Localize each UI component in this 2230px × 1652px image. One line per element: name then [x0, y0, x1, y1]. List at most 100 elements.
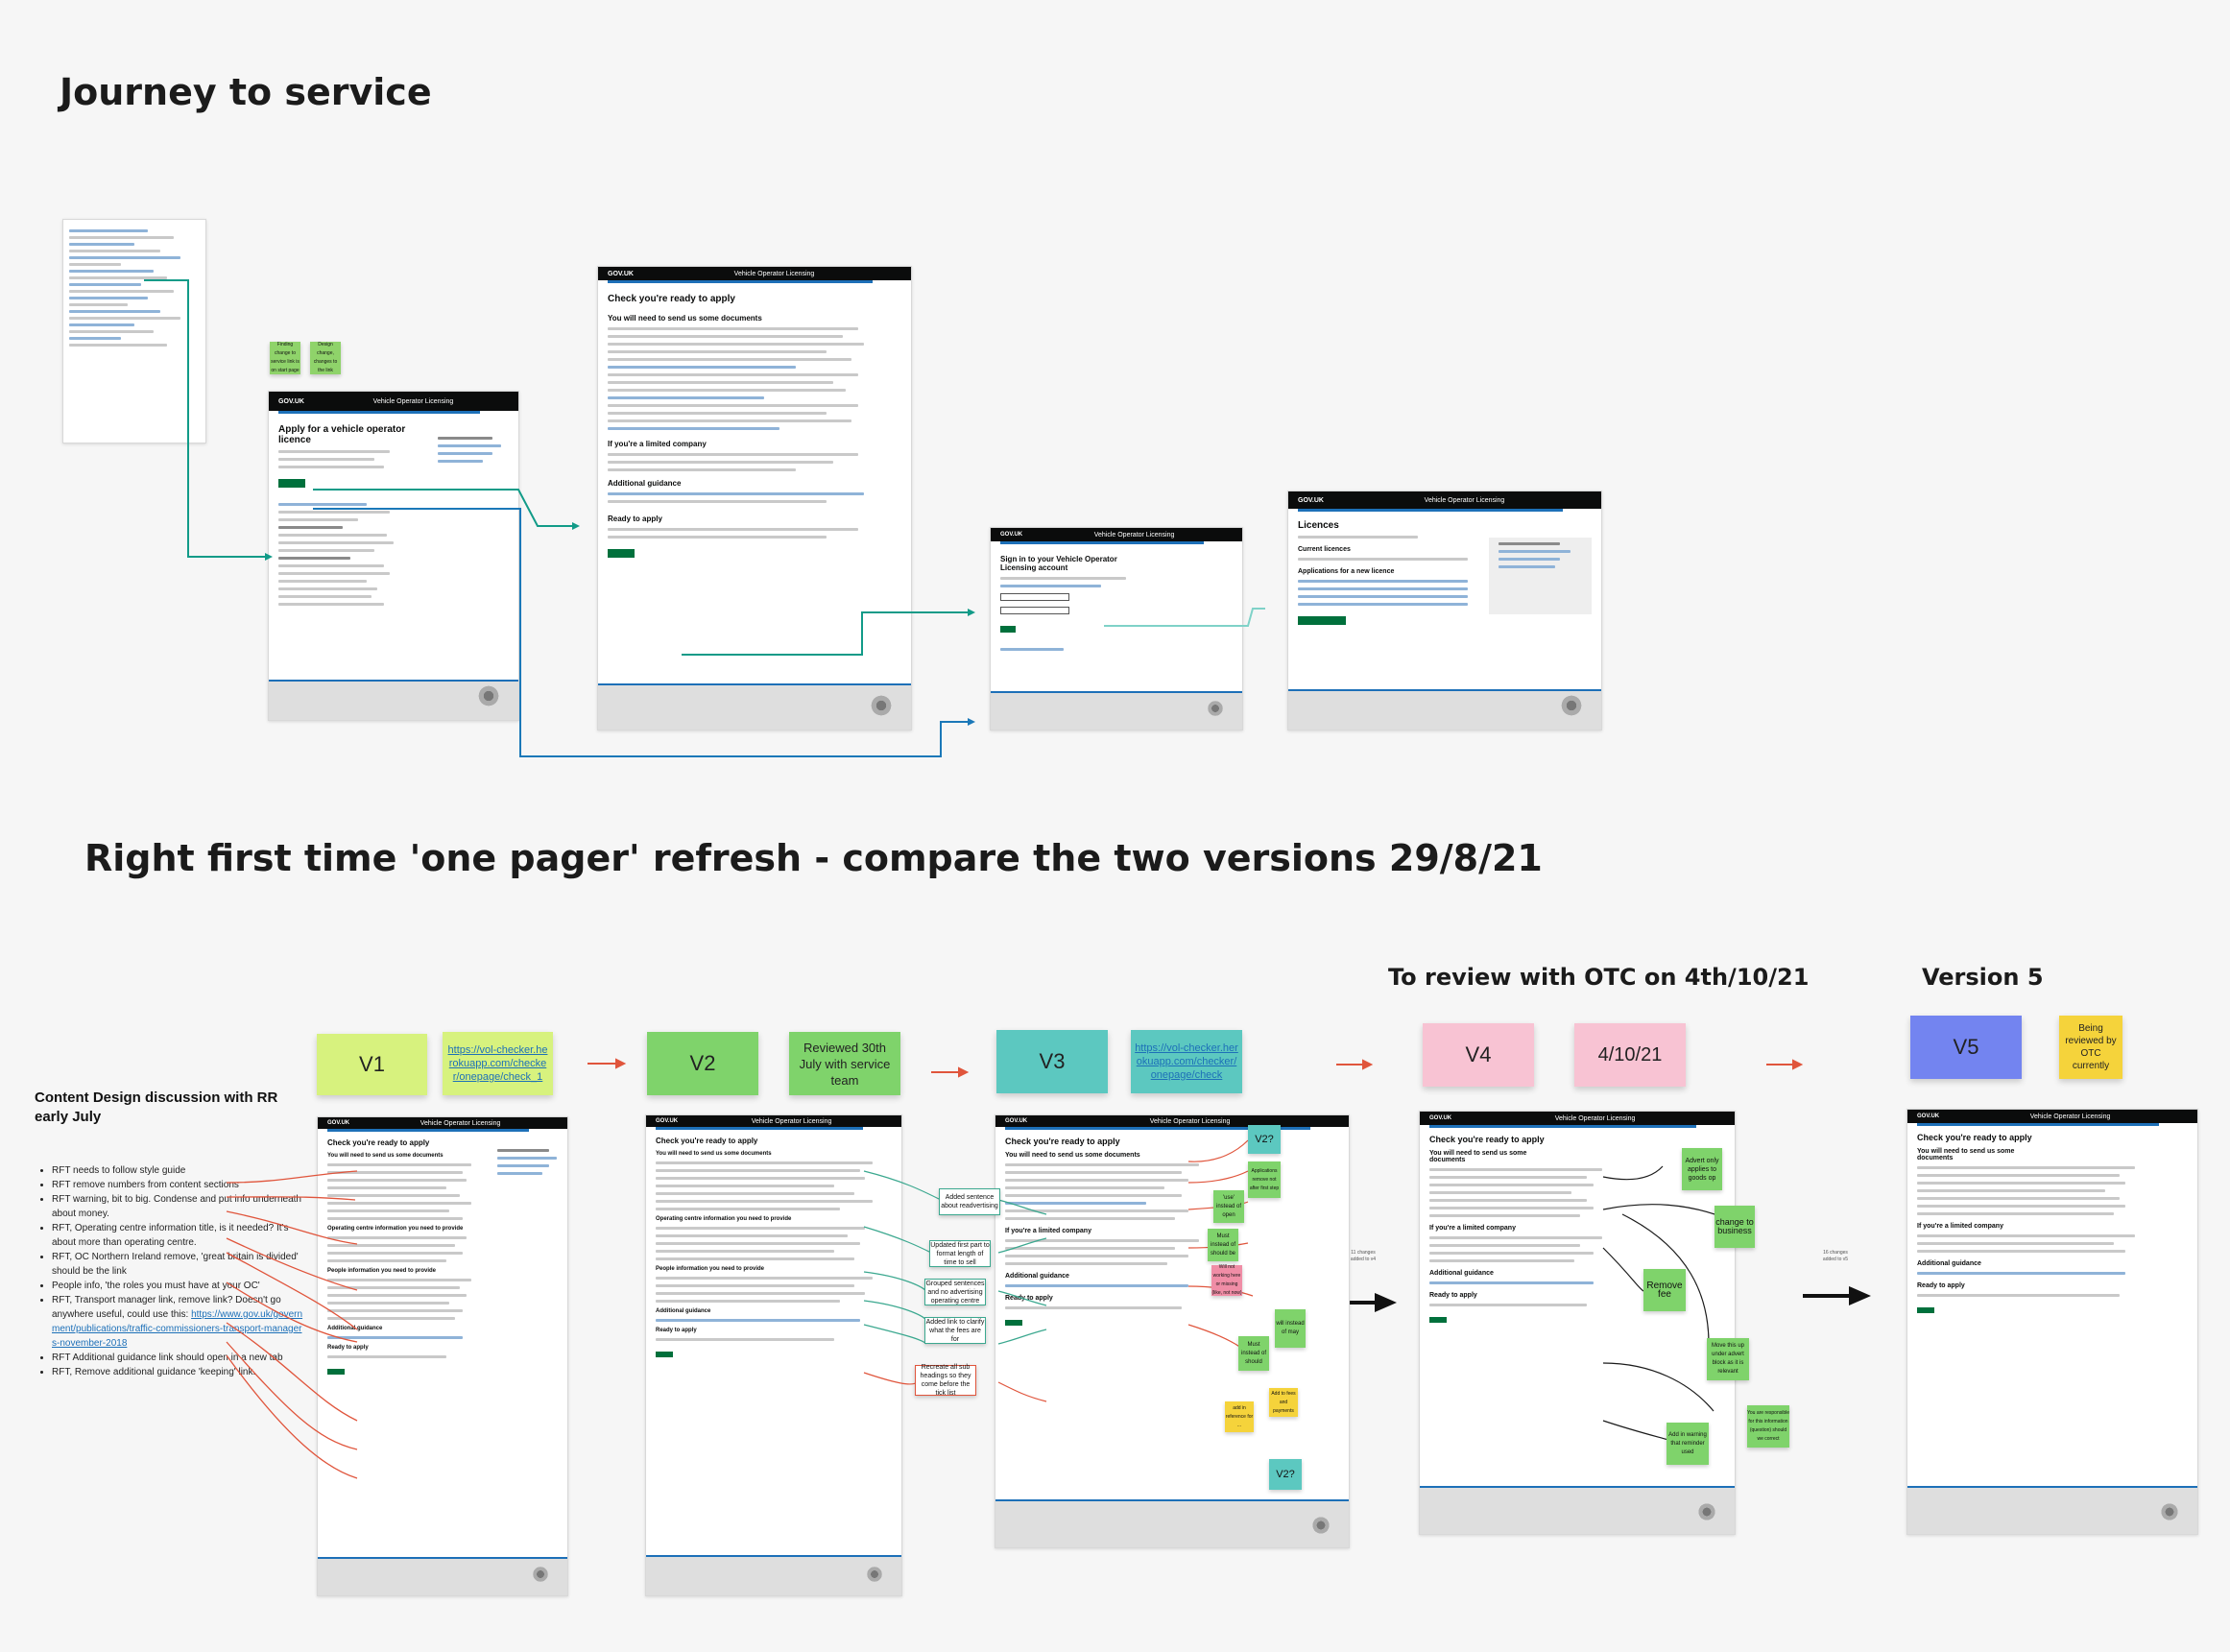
v2-review-note[interactable]: Reviewed 30th July with service team — [789, 1032, 900, 1095]
v4-note-1[interactable]: Advert only applies to goods op — [1682, 1148, 1722, 1190]
v4-label[interactable]: V4 — [1423, 1023, 1534, 1087]
discussion-item: People info, 'the roles you must have at… — [52, 1279, 303, 1293]
journey-heading: Journey to service — [60, 71, 432, 113]
v4-note-2[interactable]: change to business — [1714, 1206, 1755, 1248]
v3-note-6[interactable]: Will not working here or missing (like, … — [1211, 1264, 1242, 1296]
section-ready-to-apply: Ready to apply — [608, 515, 662, 523]
page-title: Apply for a vehicle operator licence — [278, 424, 406, 445]
journey-page-signin[interactable]: GOV.UK Vehicle Operator Licensing Sign in… — [990, 527, 1243, 730]
discussion-item: RFT, OC Northern Ireland remove, 'great … — [52, 1250, 303, 1279]
v3-note-5[interactable]: Must instead of should be — [1208, 1229, 1238, 1261]
content-discussion-title: Content Design discussion with RR early … — [35, 1089, 278, 1125]
page-title: Licences — [1298, 520, 1339, 531]
v4-date-note[interactable]: 4/10/21 — [1574, 1023, 1686, 1087]
version-page-v1[interactable]: GOV.UK Vehicle Operator Licensing Check y… — [317, 1116, 568, 1596]
section-additional-guidance: Additional guidance — [327, 1326, 383, 1331]
section-limited-company: If you're a limited company — [1429, 1225, 1516, 1232]
v3-note-v2-bottom[interactable]: V2? — [1269, 1459, 1302, 1490]
section-additional-guidance: Additional guidance — [1005, 1273, 1069, 1280]
service-name: Vehicle Operator Licensing — [1554, 1114, 1636, 1122]
service-name: Vehicle Operator Licensing — [372, 397, 454, 405]
journey-sticky-note-2[interactable]: Design change, changes to the link — [310, 342, 341, 374]
journey-page-licences[interactable]: GOV.UK Vehicle Operator Licensing Licence… — [1287, 491, 1602, 730]
v3-note-10[interactable]: add in reference for ... — [1225, 1401, 1254, 1432]
v2-label[interactable]: V2 — [647, 1032, 758, 1095]
page-title: Sign in to your Vehicle Operator Licensi… — [1000, 555, 1117, 572]
service-name: Vehicle Operator Licensing — [733, 270, 815, 277]
section-operating-centre: Operating centre information you need to… — [327, 1226, 464, 1232]
section-additional-guidance: Additional guidance — [1917, 1260, 1981, 1267]
v3-link[interactable]: https://vol-checker.herokuapp.com/checke… — [1135, 1042, 1238, 1081]
discussion-item: RFT, Remove additional guidance 'keeping… — [52, 1365, 303, 1379]
section-ready-to-apply: Ready to apply — [1005, 1295, 1053, 1302]
section-additional-guidance: Additional guidance — [656, 1308, 711, 1314]
section-documents: You will need to send us some documents — [327, 1153, 444, 1159]
version5-heading: Version 5 — [1922, 964, 2044, 991]
v3-note-v2-top[interactable]: V2? — [1248, 1125, 1281, 1154]
discussion-item: RFT warning, bit to big. Condense and pu… — [52, 1192, 303, 1221]
v3-link-note[interactable]: https://vol-checker.herokuapp.com/checke… — [1131, 1030, 1242, 1093]
refresh-heading: Right first time 'one pager' refresh - c… — [84, 837, 1543, 879]
section-documents: You will need to send us some documents — [1429, 1150, 1527, 1163]
page-title: Check you're ready to apply — [608, 294, 735, 304]
v2-note-3[interactable]: Grouped sentences and no advertising ope… — [924, 1279, 986, 1305]
govuk-logo: GOV.UK — [1917, 1113, 1940, 1119]
discussion-item: RFT remove numbers from content sections — [52, 1178, 303, 1192]
page-title: Check you're ready to apply — [1917, 1133, 2032, 1142]
journey-sticky-note-1[interactable]: Finding change to service link is on sta… — [270, 342, 300, 374]
v4-note-6[interactable]: You are responsible for this information… — [1747, 1405, 1789, 1448]
v3-label[interactable]: V3 — [996, 1030, 1108, 1093]
changes-v3-to-v4: 11 changes added to v4 — [1350, 1250, 1377, 1262]
v5-label[interactable]: V5 — [1910, 1016, 2022, 1079]
v3-note-4[interactable]: 'use' instead of open — [1213, 1190, 1244, 1223]
section-additional-guidance: Additional guidance — [1429, 1270, 1494, 1277]
govuk-logo: GOV.UK — [1429, 1115, 1452, 1121]
section-limited-company: If you're a limited company — [608, 440, 707, 448]
v1-link-note[interactable]: https://vol-checker.herokuapp.com/checke… — [443, 1032, 553, 1095]
section-documents: You will need to send us some documents — [608, 314, 762, 323]
v4-note-4[interactable]: Move this up under advert block as it is… — [1707, 1338, 1749, 1380]
v2-note-1[interactable]: Added sentence about readvertising — [939, 1188, 1000, 1215]
v3-note-3[interactable]: Applications remove not after first step — [1248, 1161, 1281, 1198]
govuk-logo: GOV.UK — [327, 1120, 350, 1126]
journey-page-apply[interactable]: GOV.UK Vehicle Operator Licensing Apply f… — [268, 391, 519, 721]
v2-note-2[interactable]: Updated first part to format length of t… — [929, 1240, 991, 1267]
govuk-logo: GOV.UK — [278, 397, 304, 405]
section-current-licences: Current licences — [1298, 546, 1351, 553]
govuk-logo: GOV.UK — [1000, 532, 1023, 538]
discussion-item: RFT, Transport manager link, remove link… — [52, 1293, 303, 1351]
v2-note-5[interactable]: Recreate all sub headings so they come b… — [915, 1364, 976, 1397]
section-documents: You will need to send us some documents — [1005, 1152, 1140, 1159]
v3-note-8[interactable]: Must instead of should — [1238, 1336, 1269, 1371]
discussion-item: RFT needs to follow style guide — [52, 1163, 303, 1178]
govuk-logo: GOV.UK — [1005, 1118, 1028, 1124]
v4-note-5[interactable]: Add in warning that reminder used — [1667, 1423, 1709, 1465]
v3-note-7[interactable]: will instead of may — [1275, 1309, 1306, 1348]
discussion-item: RFT Additional guidance link should open… — [52, 1351, 303, 1365]
section-documents: You will need to send us some documents — [1917, 1148, 2015, 1161]
page-title: Check you're ready to apply — [327, 1138, 430, 1147]
page-title: Check you're ready to apply — [1429, 1135, 1545, 1144]
v1-link[interactable]: https://vol-checker.herokuapp.com/checke… — [447, 1044, 548, 1083]
changes-v4-to-v5: 16 changes added to v5 — [1822, 1250, 1849, 1262]
section-documents: You will need to send us some documents — [656, 1151, 772, 1157]
service-name: Vehicle Operator Licensing — [751, 1117, 832, 1125]
govuk-logo: GOV.UK — [656, 1118, 679, 1124]
section-people: People information you need to provide — [327, 1268, 437, 1274]
v3-note-9[interactable]: Add to fees and payments — [1269, 1388, 1298, 1417]
v4-note-3[interactable]: Remove fee — [1643, 1269, 1686, 1311]
review-heading: To review with OTC on 4th/10/21 — [1388, 964, 1810, 991]
govuk-logo: GOV.UK — [1298, 496, 1324, 504]
v5-status-note[interactable]: Being reviewed by OTC currently — [2059, 1016, 2122, 1079]
service-name: Vehicle Operator Licensing — [1424, 496, 1505, 504]
service-name: Vehicle Operator Licensing — [420, 1119, 501, 1127]
service-name: Vehicle Operator Licensing — [1093, 531, 1175, 539]
v1-label[interactable]: V1 — [317, 1034, 427, 1095]
section-ready-to-apply: Ready to apply — [327, 1345, 369, 1351]
page-title: Check you're ready to apply — [1005, 1137, 1120, 1146]
v2-note-4[interactable]: Added link to clarify what the fees are … — [924, 1317, 986, 1344]
source-code-thumbnail[interactable] — [62, 219, 206, 443]
